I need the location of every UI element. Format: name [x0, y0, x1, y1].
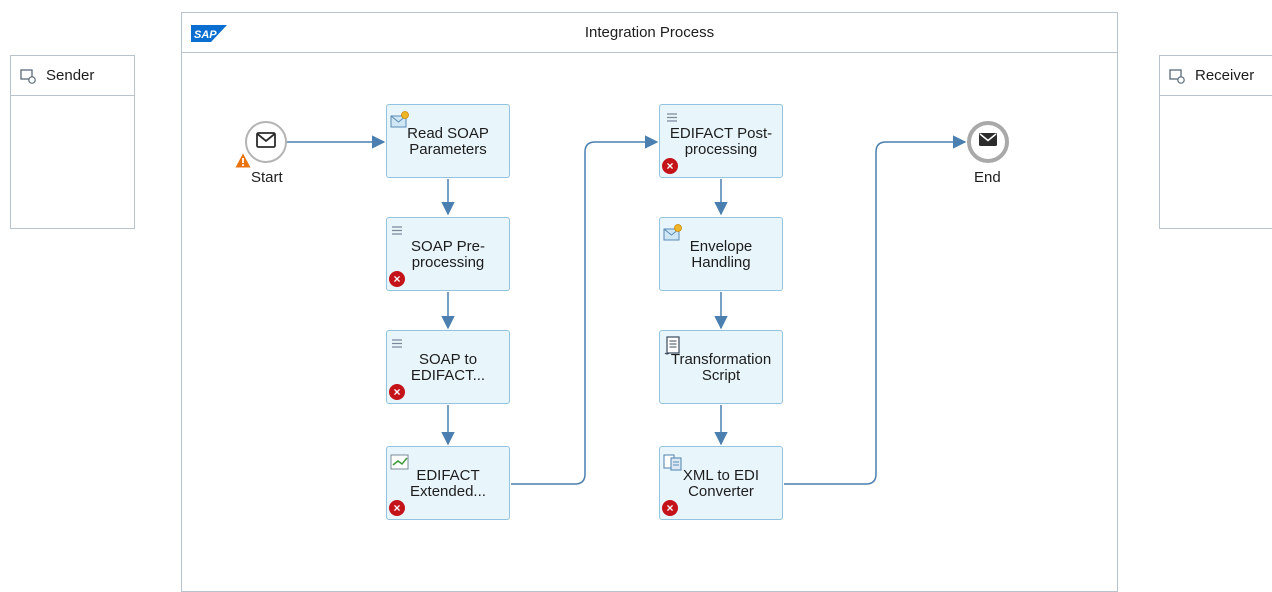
step-read-soap-parameters[interactable]: Read SOAP Parameters — [386, 104, 510, 178]
participant-icon — [1169, 68, 1185, 84]
sender-pool[interactable]: Sender — [10, 55, 135, 229]
flow-converter-to-end — [784, 135, 967, 485]
flow-extended-to-post — [511, 135, 659, 485]
error-icon[interactable]: × — [389, 384, 405, 400]
process-call-icon — [392, 226, 402, 235]
envelope-icon — [256, 131, 276, 153]
start-label: Start — [251, 169, 283, 186]
warning-icon[interactable] — [235, 153, 251, 168]
integration-process-pool[interactable]: SAP Integration Process — [181, 12, 1118, 592]
step-soap-preprocessing[interactable]: SOAP Pre- processing × — [386, 217, 510, 291]
error-icon[interactable]: × — [389, 500, 405, 516]
step-label: EDIFACT Post- processing — [669, 125, 773, 158]
receiver-pool[interactable]: Receiver — [1159, 55, 1272, 229]
step-label: Transformation Script — [670, 351, 772, 384]
process-title: Integration Process — [584, 24, 715, 41]
integration-process-header: SAP Integration Process — [182, 13, 1117, 53]
script-icon — [664, 336, 680, 355]
receiver-header: Receiver — [1160, 56, 1272, 96]
process-call-icon — [392, 339, 402, 348]
sequence-flows — [287, 135, 967, 485]
sap-logo: SAP — [191, 25, 227, 42]
step-xml-to-edi-converter[interactable]: XML to EDI Converter × — [659, 446, 783, 520]
sender-label: Sender — [46, 67, 95, 84]
content-modifier-icon — [390, 111, 409, 128]
start-event[interactable] — [245, 121, 287, 163]
end-label: End — [974, 169, 1001, 186]
sender-header: Sender — [11, 56, 134, 96]
step-label: SOAP to EDIFACT... — [410, 351, 486, 384]
content-modifier-icon — [663, 224, 682, 241]
mapping-icon — [390, 454, 409, 470]
step-envelope-handling[interactable]: Envelope Handling — [659, 217, 783, 291]
error-icon[interactable]: × — [662, 158, 678, 174]
step-label: Read SOAP Parameters — [407, 125, 489, 158]
step-edifact-postprocessing[interactable]: EDIFACT Post- processing × — [659, 104, 783, 178]
step-transformation-script[interactable]: Transformation Script — [659, 330, 783, 404]
receiver-label: Receiver — [1195, 67, 1255, 84]
process-call-icon — [667, 113, 677, 122]
step-edifact-extended[interactable]: EDIFACT Extended... × — [386, 446, 510, 520]
error-icon[interactable]: × — [662, 500, 678, 516]
step-label: Envelope Handling — [689, 238, 753, 271]
sap-logo-text: SAP — [194, 29, 217, 41]
participant-icon — [20, 68, 36, 84]
step-label: XML to EDI Converter — [682, 467, 760, 500]
end-event[interactable] — [967, 121, 1009, 163]
step-label: EDIFACT Extended... — [410, 467, 486, 500]
converter-icon — [663, 454, 682, 471]
step-soap-to-edifact[interactable]: SOAP to EDIFACT... × — [386, 330, 510, 404]
error-icon[interactable]: × — [389, 271, 405, 287]
envelope-filled-icon — [979, 133, 997, 151]
step-label: SOAP Pre- processing — [411, 238, 485, 271]
